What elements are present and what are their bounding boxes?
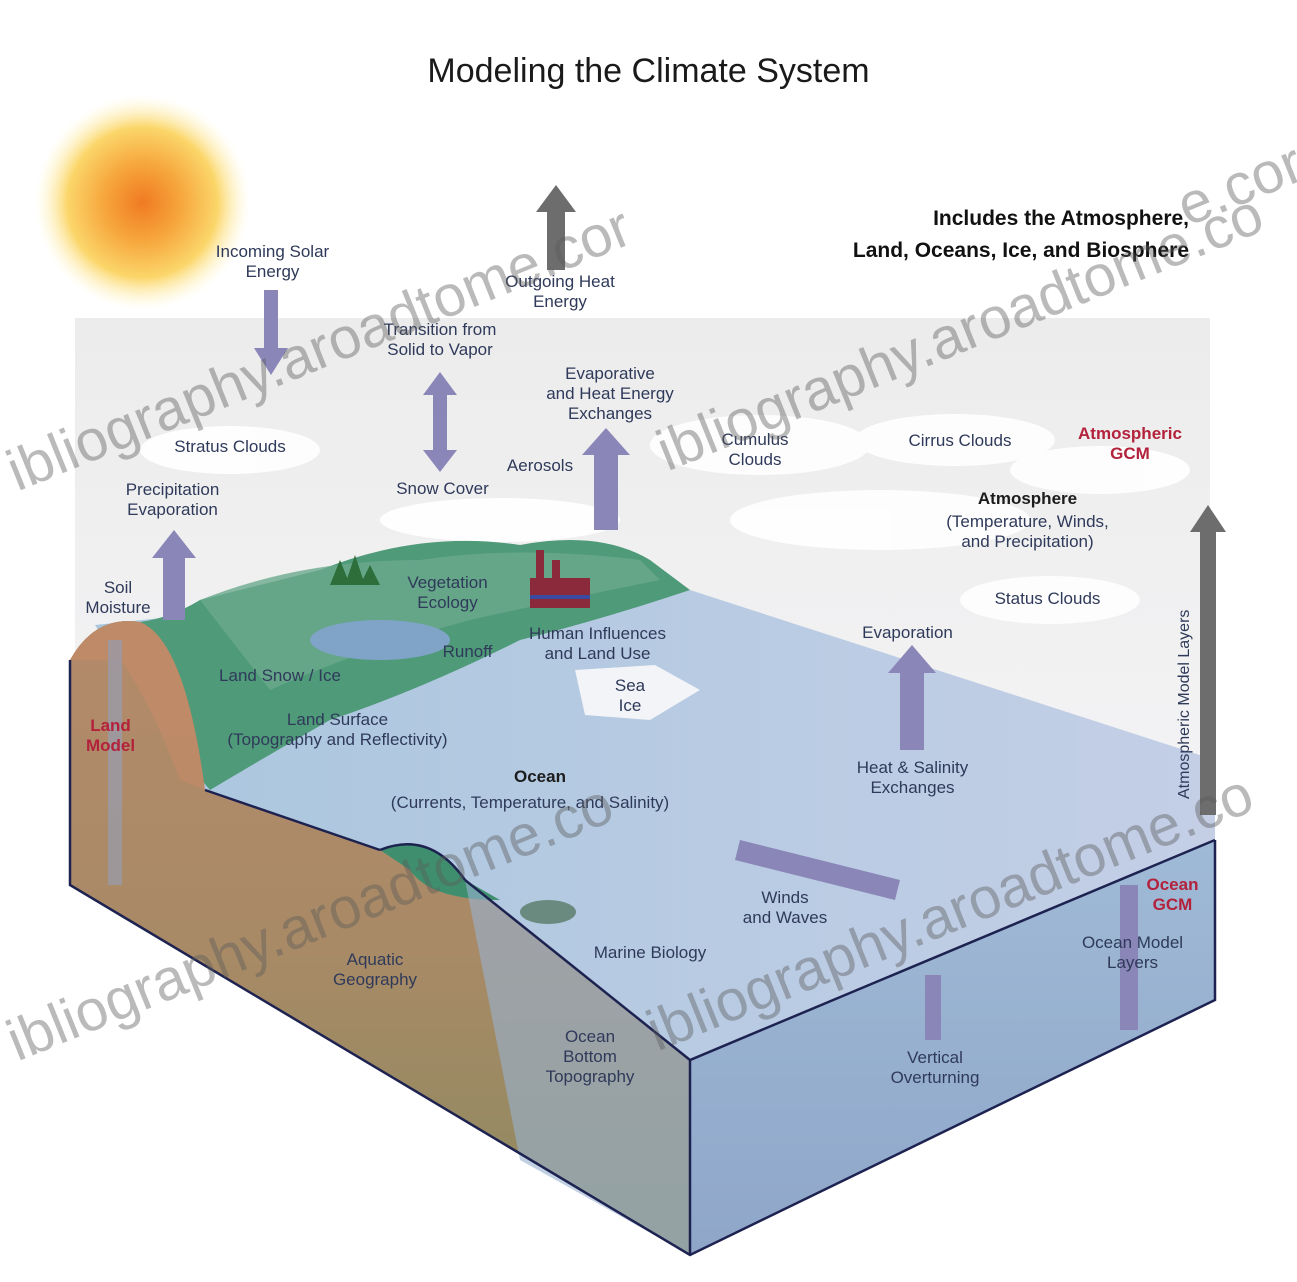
label-cumulus-clouds: Cumulus Clouds (721, 430, 789, 469)
label-soil-moisture: Soil Moisture (85, 578, 151, 617)
label-human-influences: Human Influences and Land Use (528, 624, 667, 663)
label-atmosphere: Atmosphere (977, 489, 1078, 508)
label-winds-waves: Winds and Waves (742, 888, 828, 927)
label-cirrus-clouds: Cirrus Clouds (908, 431, 1012, 450)
label-precipitation-evaporation: Precipitation Evaporation (125, 480, 220, 519)
label-outgoing-heat: Outgoing Heat Energy (505, 272, 615, 311)
label-land-snow-ice: Land Snow / Ice (219, 666, 341, 685)
label-land-surface: Land Surface (Topography and Reflectivit… (227, 710, 448, 749)
label-evaporative-exchanges: Evaporative and Heat Energy Exchanges (546, 364, 674, 423)
label-evaporation: Evaporation (862, 623, 953, 642)
sea-ice (575, 665, 700, 720)
label-vertical-overturning: Vertical Overturning (890, 1048, 980, 1087)
lake (310, 620, 450, 660)
label-ocean-model-layers: Ocean Model Layers (1081, 933, 1184, 972)
ocean-front-face (690, 840, 1215, 1255)
includes-note: Includes the Atmosphere, Land, Oceans, I… (852, 207, 1189, 262)
label-marine-biology: Marine Biology (593, 943, 707, 962)
label-atmosphere-detail: (Temperature, Winds, and Precipitation) (946, 512, 1109, 551)
label-ocean: Ocean (514, 767, 566, 786)
label-snow-cover: Snow Cover (396, 479, 489, 498)
diagram-title: Modeling the Climate System (427, 52, 870, 90)
trees (330, 555, 380, 585)
sun (35, 95, 250, 310)
label-heat-salinity: Heat & Salinity Exchanges (856, 758, 969, 797)
label-ocean-detail: (Currents, Temperature, and Salinity) (390, 793, 670, 812)
label-sea-ice: Sea Ice (614, 676, 646, 715)
arrows (108, 185, 1226, 1040)
label-atmospheric-model-layers: Atmospheric Model Layers (1176, 609, 1193, 799)
label-vegetation: Vegetation Ecology (407, 573, 488, 612)
label-incoming-solar: Incoming Solar Energy (215, 242, 330, 281)
label-atmospheric-gcm: Atmospheric GCM (1078, 424, 1182, 463)
label-runoff: Runoff (442, 642, 493, 661)
label-ocean-gcm: Ocean GCM (1146, 875, 1199, 914)
label-status-clouds: Status Clouds (994, 589, 1101, 608)
label-aquatic-geography: Aquatic Geography (332, 950, 418, 989)
label-aerosols: Aerosols (506, 456, 574, 475)
label-stratus-clouds: Stratus Clouds (174, 437, 286, 456)
clouds (140, 414, 1190, 624)
label-transition: Transition from Solid to Vapor (383, 320, 497, 359)
box-outline (68, 660, 1217, 1257)
label-land-model: Land Model (85, 716, 136, 755)
factory (530, 550, 590, 608)
label-ocean-bottom: Ocean Bottom Topography (545, 1027, 635, 1086)
